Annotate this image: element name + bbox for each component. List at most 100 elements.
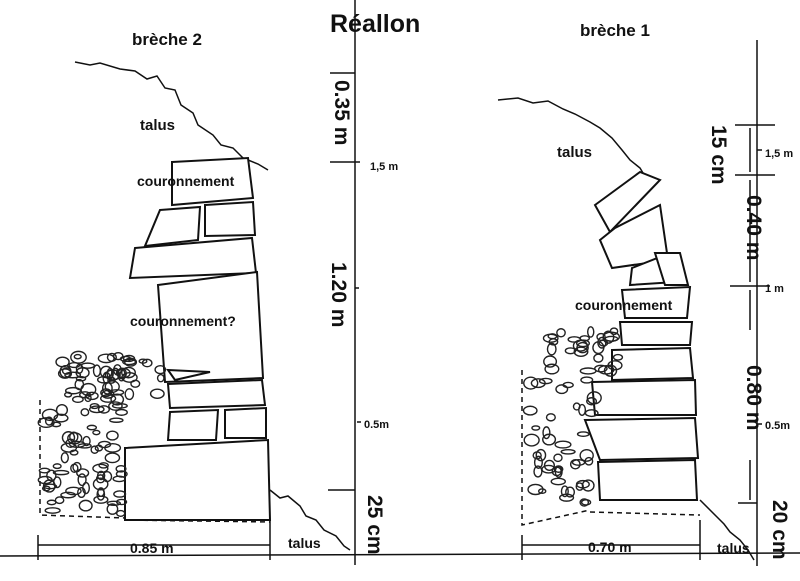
rubble-stone: [575, 482, 584, 491]
rubble-stone: [115, 470, 128, 478]
rubble-stone: [586, 397, 598, 406]
breche2-couronnement-question-label: couronnement?: [130, 313, 236, 329]
stone: [156, 270, 265, 384]
rubble-stone: [104, 380, 120, 393]
stone: [166, 368, 211, 382]
rubble-stone: [97, 353, 115, 364]
rubble-stone: [75, 363, 84, 374]
rubble-stone: [75, 375, 87, 382]
rubble-stone: [51, 421, 62, 428]
talus-slope-breche1-bottom: [699, 499, 755, 561]
stone: [611, 346, 695, 382]
rubble-stone: [90, 445, 99, 454]
rubble-stone: [576, 431, 590, 437]
stone: [583, 416, 700, 462]
stone: [598, 203, 670, 270]
rubble-stone: [542, 426, 551, 440]
rubble-stone: [584, 456, 594, 466]
breche1-couronnement-label: couronnement: [575, 297, 673, 313]
rubble-stone: [85, 391, 99, 401]
talus-slope-breche1: [497, 97, 657, 183]
rubble-stone: [92, 477, 109, 491]
breche1-talus-label: talus: [557, 144, 592, 161]
rubble-stone: [533, 455, 543, 469]
rubble-stone: [38, 467, 51, 474]
rubble-stone: [106, 503, 119, 515]
breche1-width-label: 0.70 m: [588, 539, 632, 555]
left-dim-bottom: 25 cm: [363, 495, 386, 555]
rubble-stone: [64, 386, 82, 395]
rubble-stone: [604, 335, 619, 342]
rubble-stone: [543, 459, 556, 472]
rubble-stone: [111, 402, 128, 409]
rubble-stone: [92, 463, 109, 474]
rubble-stone: [52, 469, 70, 476]
rubble-stone: [53, 413, 69, 423]
rubble-stone: [572, 402, 581, 411]
rubble-stone: [65, 438, 76, 449]
rubble-stone: [531, 425, 541, 431]
rubble-stone: [573, 346, 589, 357]
rubble-stone: [598, 339, 609, 347]
stone: [124, 438, 272, 521]
rubble-stone: [110, 393, 125, 406]
rubble-stone: [586, 391, 602, 405]
talus-slope-breche2-bottom: [269, 489, 351, 551]
rubble-stone: [522, 405, 538, 416]
rubble-stone: [70, 463, 79, 473]
stone: [166, 378, 267, 410]
rubble-stone: [523, 433, 540, 447]
rubble-stone: [609, 327, 619, 336]
rubble-stone: [92, 429, 101, 436]
rubble-stone: [71, 395, 84, 403]
rubble-stone: [535, 448, 547, 462]
rubble-stone: [74, 378, 85, 391]
rubble-stone: [579, 335, 590, 342]
rubble-stone: [82, 435, 91, 447]
rubble-stone: [63, 391, 73, 398]
rubble-stone: [560, 485, 569, 498]
stone: [593, 170, 662, 234]
rubble-stone: [106, 500, 122, 507]
rubble-stone: [594, 364, 608, 373]
diagram-title: Réallon: [330, 10, 420, 38]
right-dim-mid1: 0.40 m: [742, 195, 765, 260]
rubble-stone: [533, 465, 543, 478]
rubble-stone: [65, 486, 82, 496]
rubble-stone: [556, 328, 566, 338]
rubble-stone: [77, 473, 87, 487]
stone: [171, 156, 255, 207]
stone: [618, 321, 694, 346]
rubble-stone: [115, 509, 126, 517]
rubble-stone: [98, 462, 109, 469]
rubble-stone: [612, 353, 624, 361]
rubble-stone: [106, 430, 119, 441]
stone: [204, 200, 257, 238]
rubble-stone: [44, 416, 54, 426]
rubble-stone: [550, 477, 566, 486]
rubble-stone: [88, 405, 105, 414]
rubble-stone: [104, 369, 121, 381]
rubble-stone: [607, 360, 623, 371]
rubble-stone: [544, 363, 560, 375]
rubble-stone: [76, 468, 90, 478]
rubble-stone: [555, 384, 569, 395]
left-tick-1-5m: 1,5 m: [370, 161, 398, 173]
rubble-outline-breche1: [521, 370, 701, 526]
rubble-stone: [553, 465, 564, 473]
rubble-stone: [108, 401, 123, 411]
stone: [653, 252, 690, 286]
rubble-stone: [571, 458, 586, 466]
rubble-stone: [46, 499, 57, 506]
rubble-stone: [154, 364, 167, 375]
rubble-stone: [124, 388, 135, 401]
breche2-talus-bottom-label: talus: [288, 535, 321, 551]
stone: [590, 378, 698, 416]
stone: [224, 406, 267, 439]
rubble-stone: [68, 440, 86, 448]
rubble-stone: [565, 486, 576, 498]
rubble-stone: [80, 362, 96, 369]
rubble-stone: [586, 326, 595, 338]
rubble-stone: [59, 364, 72, 379]
